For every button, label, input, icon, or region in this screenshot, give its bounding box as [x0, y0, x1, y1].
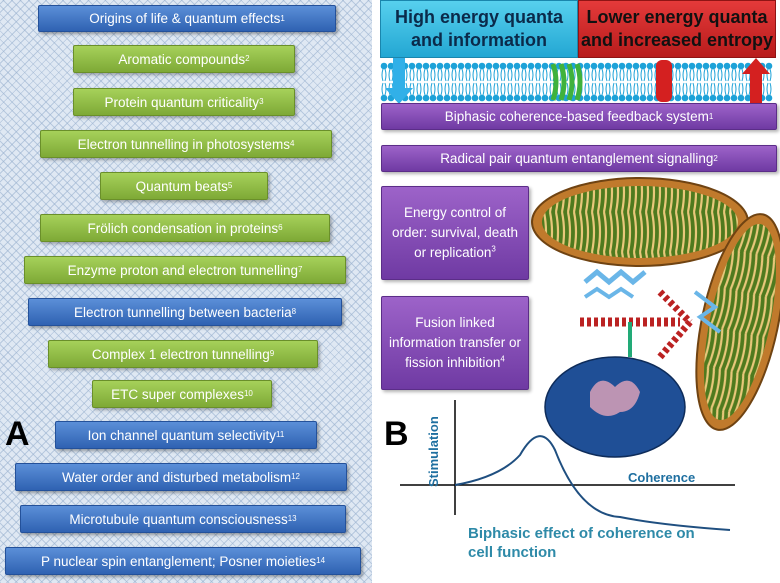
feedback-system-box: Biphasic coherence-based feedback system… — [381, 103, 777, 130]
mitochondria-illustration — [531, 177, 780, 458]
header-high-energy-text: High energy quanta and information — [394, 7, 564, 50]
up-arrow-icon — [742, 58, 770, 106]
header-high-energy: High energy quanta and information — [380, 0, 578, 58]
microtubules — [580, 289, 693, 360]
membrane-bilayer — [380, 58, 773, 106]
header-lower-energy: Lower energy quanta and increased entrop… — [578, 0, 776, 58]
fusion-text: Fusion linked information transfer or fi… — [388, 315, 522, 370]
panel-a-item-text: Frölich condensation in proteins — [87, 220, 279, 236]
biphasic-curve — [454, 435, 731, 531]
panel-a-item-text: Origins of life & quantum effects — [89, 11, 281, 26]
fusion-box: Fusion linked information transfer or fi… — [381, 296, 529, 390]
panel-a-item-text: Microtubule quantum consciousness — [69, 511, 288, 527]
panel-a-item: Microtubule quantum consciousness 13 — [20, 505, 346, 533]
nucleus — [544, 356, 686, 458]
fusion-ref: 4 — [500, 354, 505, 364]
panel-a-item-text: Protein quantum criticality — [104, 94, 260, 110]
biphasic-graph: Stimulation Coherence — [400, 400, 735, 531]
panel-a-item-text: Complex 1 electron tunnelling — [91, 346, 270, 362]
feedback-system-text: Biphasic coherence-based feedback system — [444, 109, 709, 124]
panel-a-label: A — [5, 415, 30, 453]
panel-a-item-text: Quantum beats — [135, 178, 228, 194]
panel-a-item-text: Electron tunnelling in photosystems — [77, 136, 290, 152]
panel-a-item-text: Electron tunnelling between bacteria — [73, 304, 292, 320]
radical-pair-text: Radical pair quantum entanglement signal… — [440, 151, 714, 166]
graph-caption: Biphasic effect of coherence on cell fun… — [468, 525, 695, 561]
panel-b-label: B — [384, 415, 409, 453]
membrane-protein-icon — [550, 63, 583, 101]
energy-control-box: Energy control of order: survival, death… — [381, 186, 529, 280]
panel-a-item-text: Ion channel quantum selectivity — [87, 427, 277, 443]
radical-pair-box: Radical pair quantum entanglement signal… — [381, 145, 777, 172]
energy-control-text: Energy control of order: survival, death… — [391, 205, 519, 260]
panel-a-item: Water order and disturbed metabolism 12 — [15, 463, 347, 491]
graph-ylabel: Stimulation — [426, 416, 441, 487]
header-lower-energy-text: Lower energy quanta and increased entrop… — [580, 7, 774, 50]
down-arrow-icon — [385, 58, 413, 104]
mitochondrion-right — [695, 213, 780, 431]
panel-a-item-text: Water order and disturbed metabolism — [61, 469, 292, 485]
panel-a-item-text: P nuclear spin entanglement; Posner moie… — [40, 553, 317, 569]
mitochondrion-top — [531, 177, 749, 267]
energy-control-ref: 3 — [491, 244, 496, 254]
panel-a-item-text: Aromatic compounds — [118, 51, 246, 67]
graph-xlabel: Coherence — [628, 470, 695, 485]
panel-a-item: P nuclear spin entanglement; Posner moie… — [5, 547, 361, 575]
panel-a-item-text: Enzyme proton and electron tunnelling — [67, 262, 298, 278]
membrane-channel-icon — [656, 60, 672, 102]
coherence-waves — [583, 268, 722, 334]
panel-a-item-text: ETC super complexes — [111, 386, 244, 402]
